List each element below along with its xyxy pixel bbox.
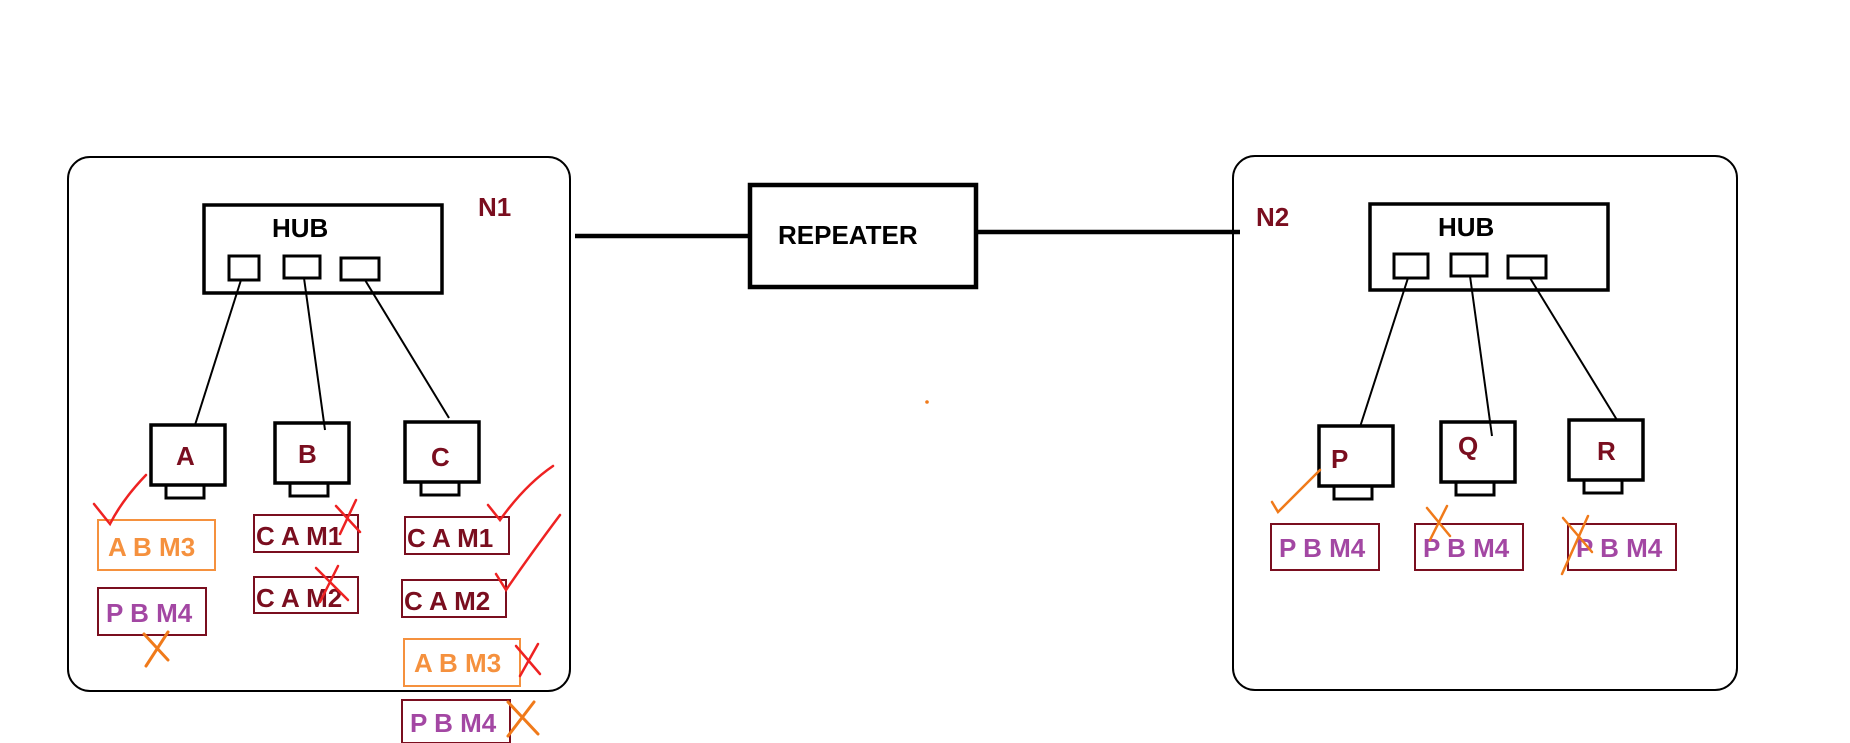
network-n1: N1 HUB A B C (67, 156, 571, 743)
host-b-label: B (298, 439, 317, 469)
network-n2: N2 HUB P Q R (1232, 155, 1738, 691)
cable-hub-to-r (1529, 277, 1618, 421)
cross-mark-icon (334, 498, 362, 536)
frame-label: C A M1 (407, 523, 493, 553)
cable-hub-to-q (1469, 275, 1493, 437)
host-p-label: P (1331, 444, 1348, 474)
frame-label: P B M4 (1423, 533, 1510, 563)
frame-box (401, 579, 507, 618)
host-b: B (273, 421, 351, 498)
network-n1-label: N1 (478, 192, 511, 222)
frame-box (97, 587, 207, 636)
cable-hub-to-a (194, 279, 242, 426)
host-a: A (149, 423, 227, 500)
frame-box (1567, 523, 1677, 571)
check-mark-icon (486, 464, 555, 523)
frame-label: C A M2 (404, 586, 490, 616)
cross-mark-icon (314, 564, 350, 604)
frame-box (401, 699, 511, 743)
hub-n2-port-3 (1506, 254, 1548, 280)
frame-label: A B M3 (108, 532, 195, 562)
hub-n2: HUB (1368, 202, 1610, 292)
network-n1-boundary (67, 156, 571, 692)
frame-label: P B M4 (1576, 533, 1663, 563)
hub-n1-port-3 (339, 256, 381, 282)
host-p: P (1317, 424, 1395, 501)
cable-hub-to-b (303, 277, 326, 431)
repeater-label: REPEATER (778, 220, 918, 250)
hub-n1-label: HUB (272, 213, 328, 243)
cross-mark-icon (1425, 504, 1452, 542)
host-r: R (1567, 418, 1645, 495)
frame-label: P B M4 (410, 708, 497, 738)
network-n2-boundary (1232, 155, 1738, 691)
hub-n1-port-1 (227, 254, 261, 282)
host-r-label: R (1597, 436, 1616, 466)
host-c: C (403, 420, 481, 497)
host-q-label: Q (1458, 431, 1478, 461)
host-a-label: A (176, 441, 195, 471)
check-mark-icon (494, 513, 562, 593)
host-q: Q (1439, 420, 1517, 497)
frame-box (1414, 523, 1524, 571)
cable-hub-to-c (364, 279, 450, 419)
check-mark-icon (1270, 468, 1322, 515)
hub-n1: HUB (202, 203, 444, 295)
host-c-label: C (431, 442, 450, 472)
frame-label: P B M4 (106, 598, 193, 628)
stray-dot (925, 400, 929, 404)
hub-n2-port-2 (1449, 252, 1489, 278)
cross-mark-icon (142, 630, 170, 668)
network-n2-label: N2 (1256, 202, 1289, 232)
frame-label: A B M3 (414, 648, 501, 678)
cross-mark-icon (1560, 514, 1594, 576)
hub-n1-port-2 (282, 254, 322, 280)
repeater: REPEATER (747, 182, 979, 290)
frame-label: C A M1 (256, 521, 342, 551)
cross-mark-icon (506, 700, 540, 738)
frame-box (1270, 523, 1380, 571)
cable-hub-to-p (1359, 277, 1409, 428)
cross-mark-icon (514, 642, 542, 678)
frame-label: P B M4 (1279, 533, 1366, 563)
check-mark-icon (92, 473, 148, 527)
hub-n2-label: HUB (1438, 212, 1494, 242)
frame-box (253, 576, 359, 614)
frame-box (404, 516, 510, 555)
frame-label: C A M2 (256, 583, 342, 613)
frame-box (97, 519, 216, 571)
frame-box (253, 514, 359, 553)
frame-box (403, 638, 521, 687)
hub-n2-port-1 (1392, 252, 1430, 280)
